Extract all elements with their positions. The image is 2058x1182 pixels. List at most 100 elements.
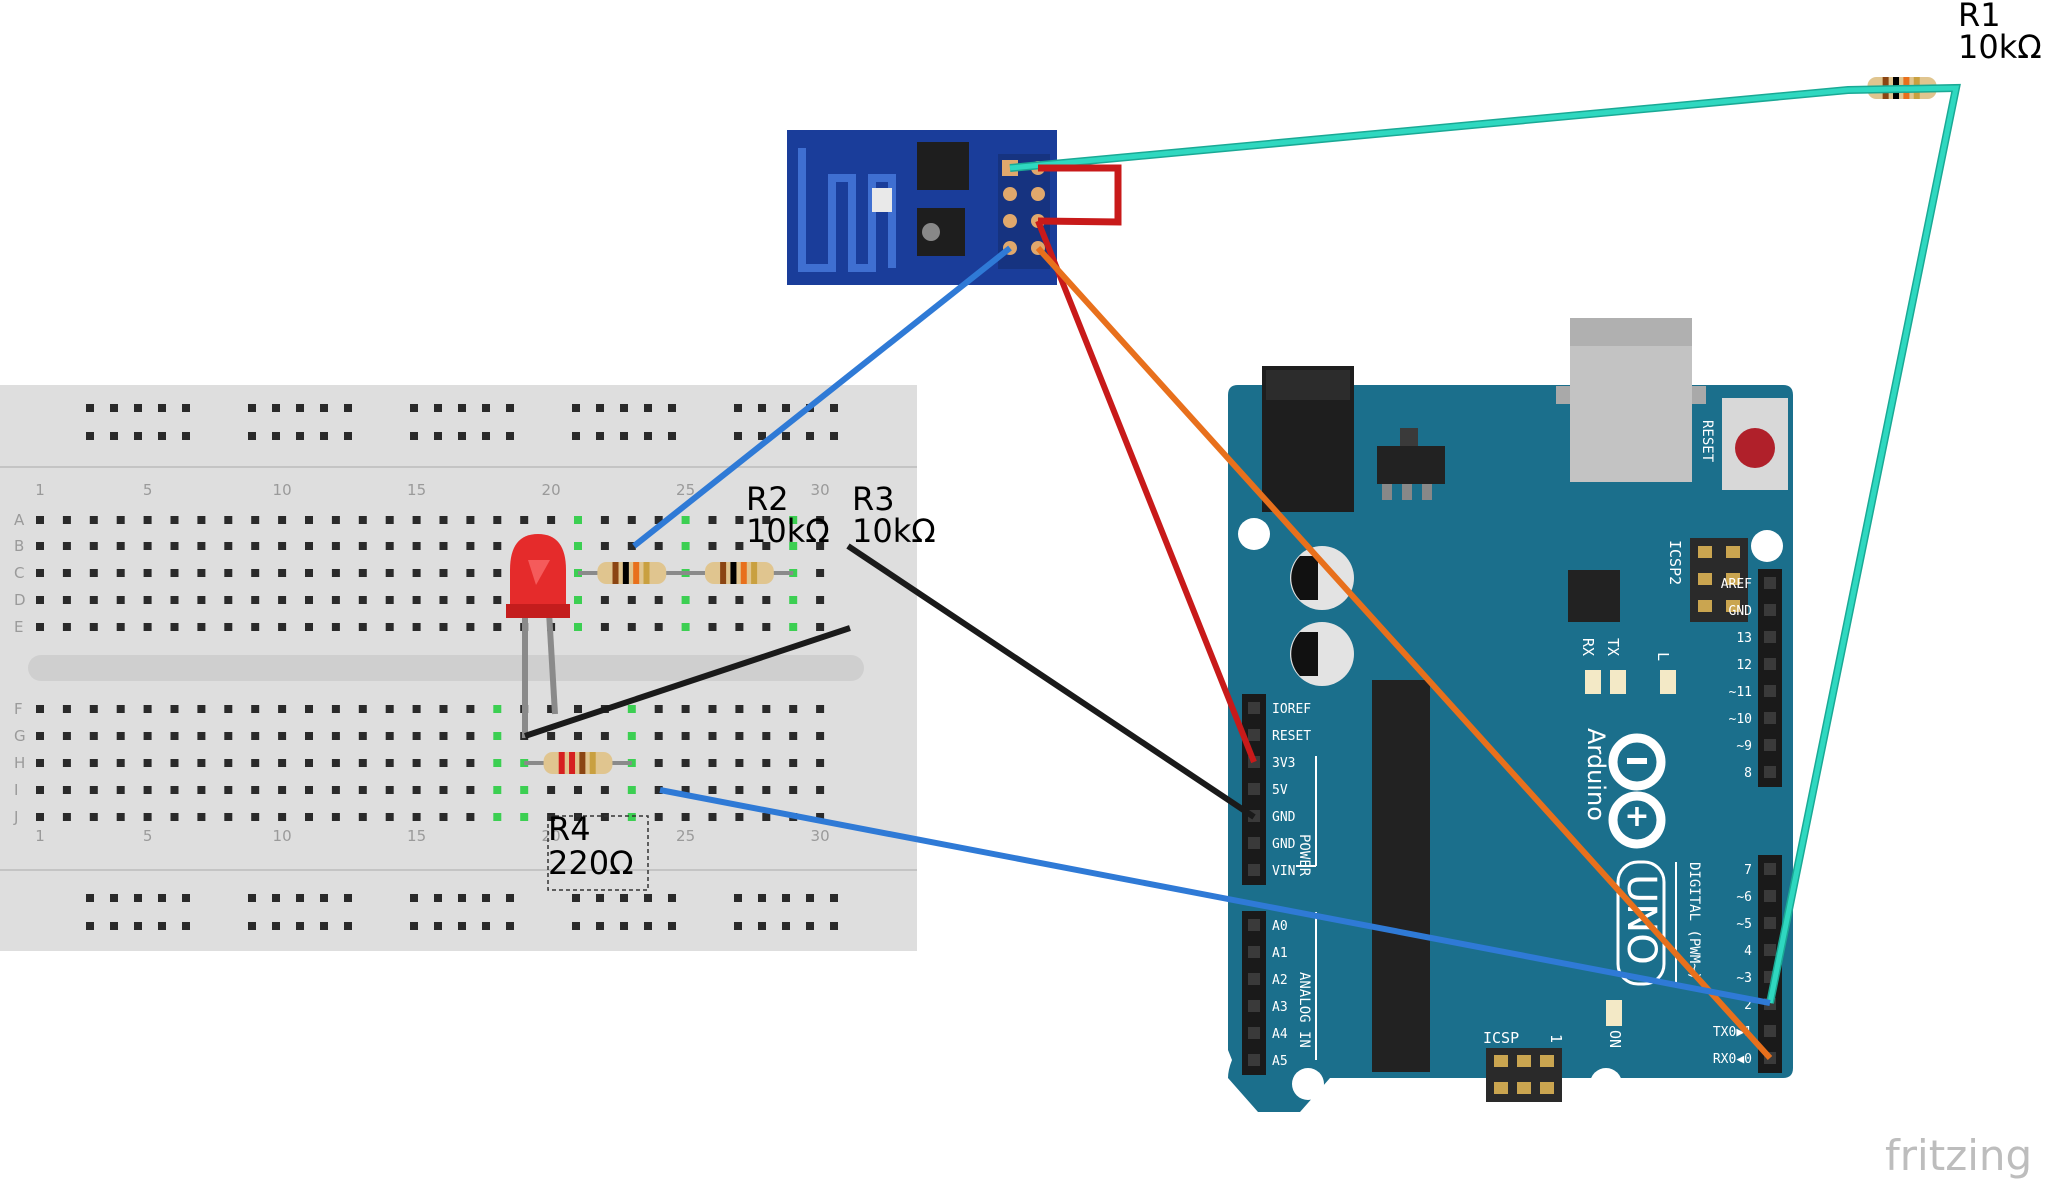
reset-button[interactable] [1722, 398, 1788, 490]
rail-hole [434, 894, 442, 902]
breadboard-hole [654, 759, 663, 767]
digital-pin[interactable] [1764, 917, 1776, 929]
breadboard-hole [331, 596, 340, 604]
digital-pin[interactable] [1764, 658, 1776, 670]
digital-pin[interactable] [1764, 944, 1776, 956]
breadboard-hole [654, 542, 663, 550]
breadboard-hole [89, 542, 98, 550]
digital-pin[interactable] [1764, 890, 1776, 902]
rail-hole [620, 404, 628, 412]
rail-hole [620, 432, 628, 440]
breadboard-hole [143, 569, 152, 577]
digital-pin[interactable] [1764, 631, 1776, 643]
icsp-label: ICSP [1483, 1029, 1519, 1047]
rail-hole [734, 894, 742, 902]
breadboard-hole [62, 813, 71, 821]
analog-pin[interactable] [1248, 1027, 1260, 1039]
wire-orange-esp-to-rx [1035, 245, 1773, 1061]
column-number: 10 [273, 827, 292, 845]
breadboard-hole [547, 705, 556, 713]
rail-hole [110, 894, 118, 902]
breadboard-hole [251, 786, 260, 794]
wire-black-to-gnd [846, 543, 1256, 820]
rail-hole [134, 432, 142, 440]
row-letter: I [14, 781, 18, 799]
icsp2-header [1690, 538, 1748, 622]
breadboard-hole [600, 732, 609, 740]
rail-hole [410, 922, 418, 930]
r3-ref: R3 [852, 480, 895, 518]
power-pin[interactable] [1248, 837, 1260, 849]
row-letter: D [14, 591, 26, 609]
rail-hole [620, 922, 628, 930]
breadboard-hole [143, 813, 152, 821]
digital-pin[interactable] [1764, 577, 1776, 589]
rail-hole [572, 894, 580, 902]
digital-pin[interactable] [1764, 685, 1776, 697]
breadboard-hole [331, 516, 340, 524]
breadboard-hole [385, 569, 394, 577]
breadboard-hole [89, 516, 98, 524]
breadboard-hole [305, 542, 313, 550]
analog-pin[interactable] [1248, 919, 1260, 931]
analog-pin[interactable] [1248, 1000, 1260, 1012]
power-pin[interactable] [1248, 864, 1260, 876]
breadboard-hole [116, 542, 125, 550]
rail-hole [410, 404, 418, 412]
digital-pin[interactable] [1764, 1025, 1776, 1037]
breadboard-hole [466, 813, 475, 821]
breadboard-hole [224, 786, 233, 794]
column-number: 20 [542, 481, 561, 499]
breadboard-hole [600, 516, 609, 524]
breadboard-hole [170, 516, 179, 524]
breadboard-hole [278, 569, 287, 577]
breadboard-hole [385, 786, 394, 794]
breadboard-hole [412, 569, 421, 577]
column-number: 1 [35, 827, 45, 845]
breadboard-hole [331, 813, 340, 821]
rail-hole [758, 404, 766, 412]
analog-pin[interactable] [1248, 973, 1260, 985]
rail-hole [734, 432, 742, 440]
digital-pin[interactable] [1764, 739, 1776, 751]
breadboard-hole [305, 786, 313, 794]
column-number: 10 [273, 481, 292, 499]
rail-hole [734, 922, 742, 930]
breadboard-hole [278, 705, 287, 713]
breadboard-hole [89, 813, 98, 821]
red-led [506, 534, 570, 738]
breadboard-hole [762, 759, 771, 767]
rail-hole [134, 922, 142, 930]
analog-pin[interactable] [1248, 1054, 1260, 1066]
breadboard-hole [89, 786, 98, 794]
breadboard-hole [816, 786, 825, 794]
breadboard-hole [574, 705, 582, 713]
breadboard-hole [439, 705, 448, 713]
breadboard-hole [116, 732, 125, 740]
breadboard-hole [224, 542, 233, 550]
breadboard-hole [654, 705, 663, 713]
column-number: 25 [676, 481, 695, 499]
analog-pin-label: A4 [1272, 1027, 1288, 1042]
digital-pin[interactable] [1764, 604, 1776, 616]
breadboard-hole [493, 569, 502, 577]
breadboard-hole [412, 516, 421, 524]
analog-pin-label: A2 [1272, 973, 1288, 988]
power-pin[interactable] [1248, 783, 1260, 795]
breadboard-hole [358, 569, 367, 577]
rail-hole [320, 432, 328, 440]
breadboard-hole [62, 732, 71, 740]
rail-hole [482, 432, 490, 440]
digital-pin[interactable] [1764, 712, 1776, 724]
digital-pin[interactable] [1764, 766, 1776, 778]
breadboard-hole [143, 516, 152, 524]
breadboard-hole [493, 623, 502, 631]
digital-pin[interactable] [1764, 863, 1776, 875]
analog-pin[interactable] [1248, 946, 1260, 958]
power-pin[interactable] [1248, 702, 1260, 714]
row-letter: A [14, 511, 25, 529]
breadboard-hole [197, 569, 206, 577]
rail-hole [596, 404, 604, 412]
power-pin[interactable] [1248, 729, 1260, 741]
breadboard-hole [385, 732, 394, 740]
